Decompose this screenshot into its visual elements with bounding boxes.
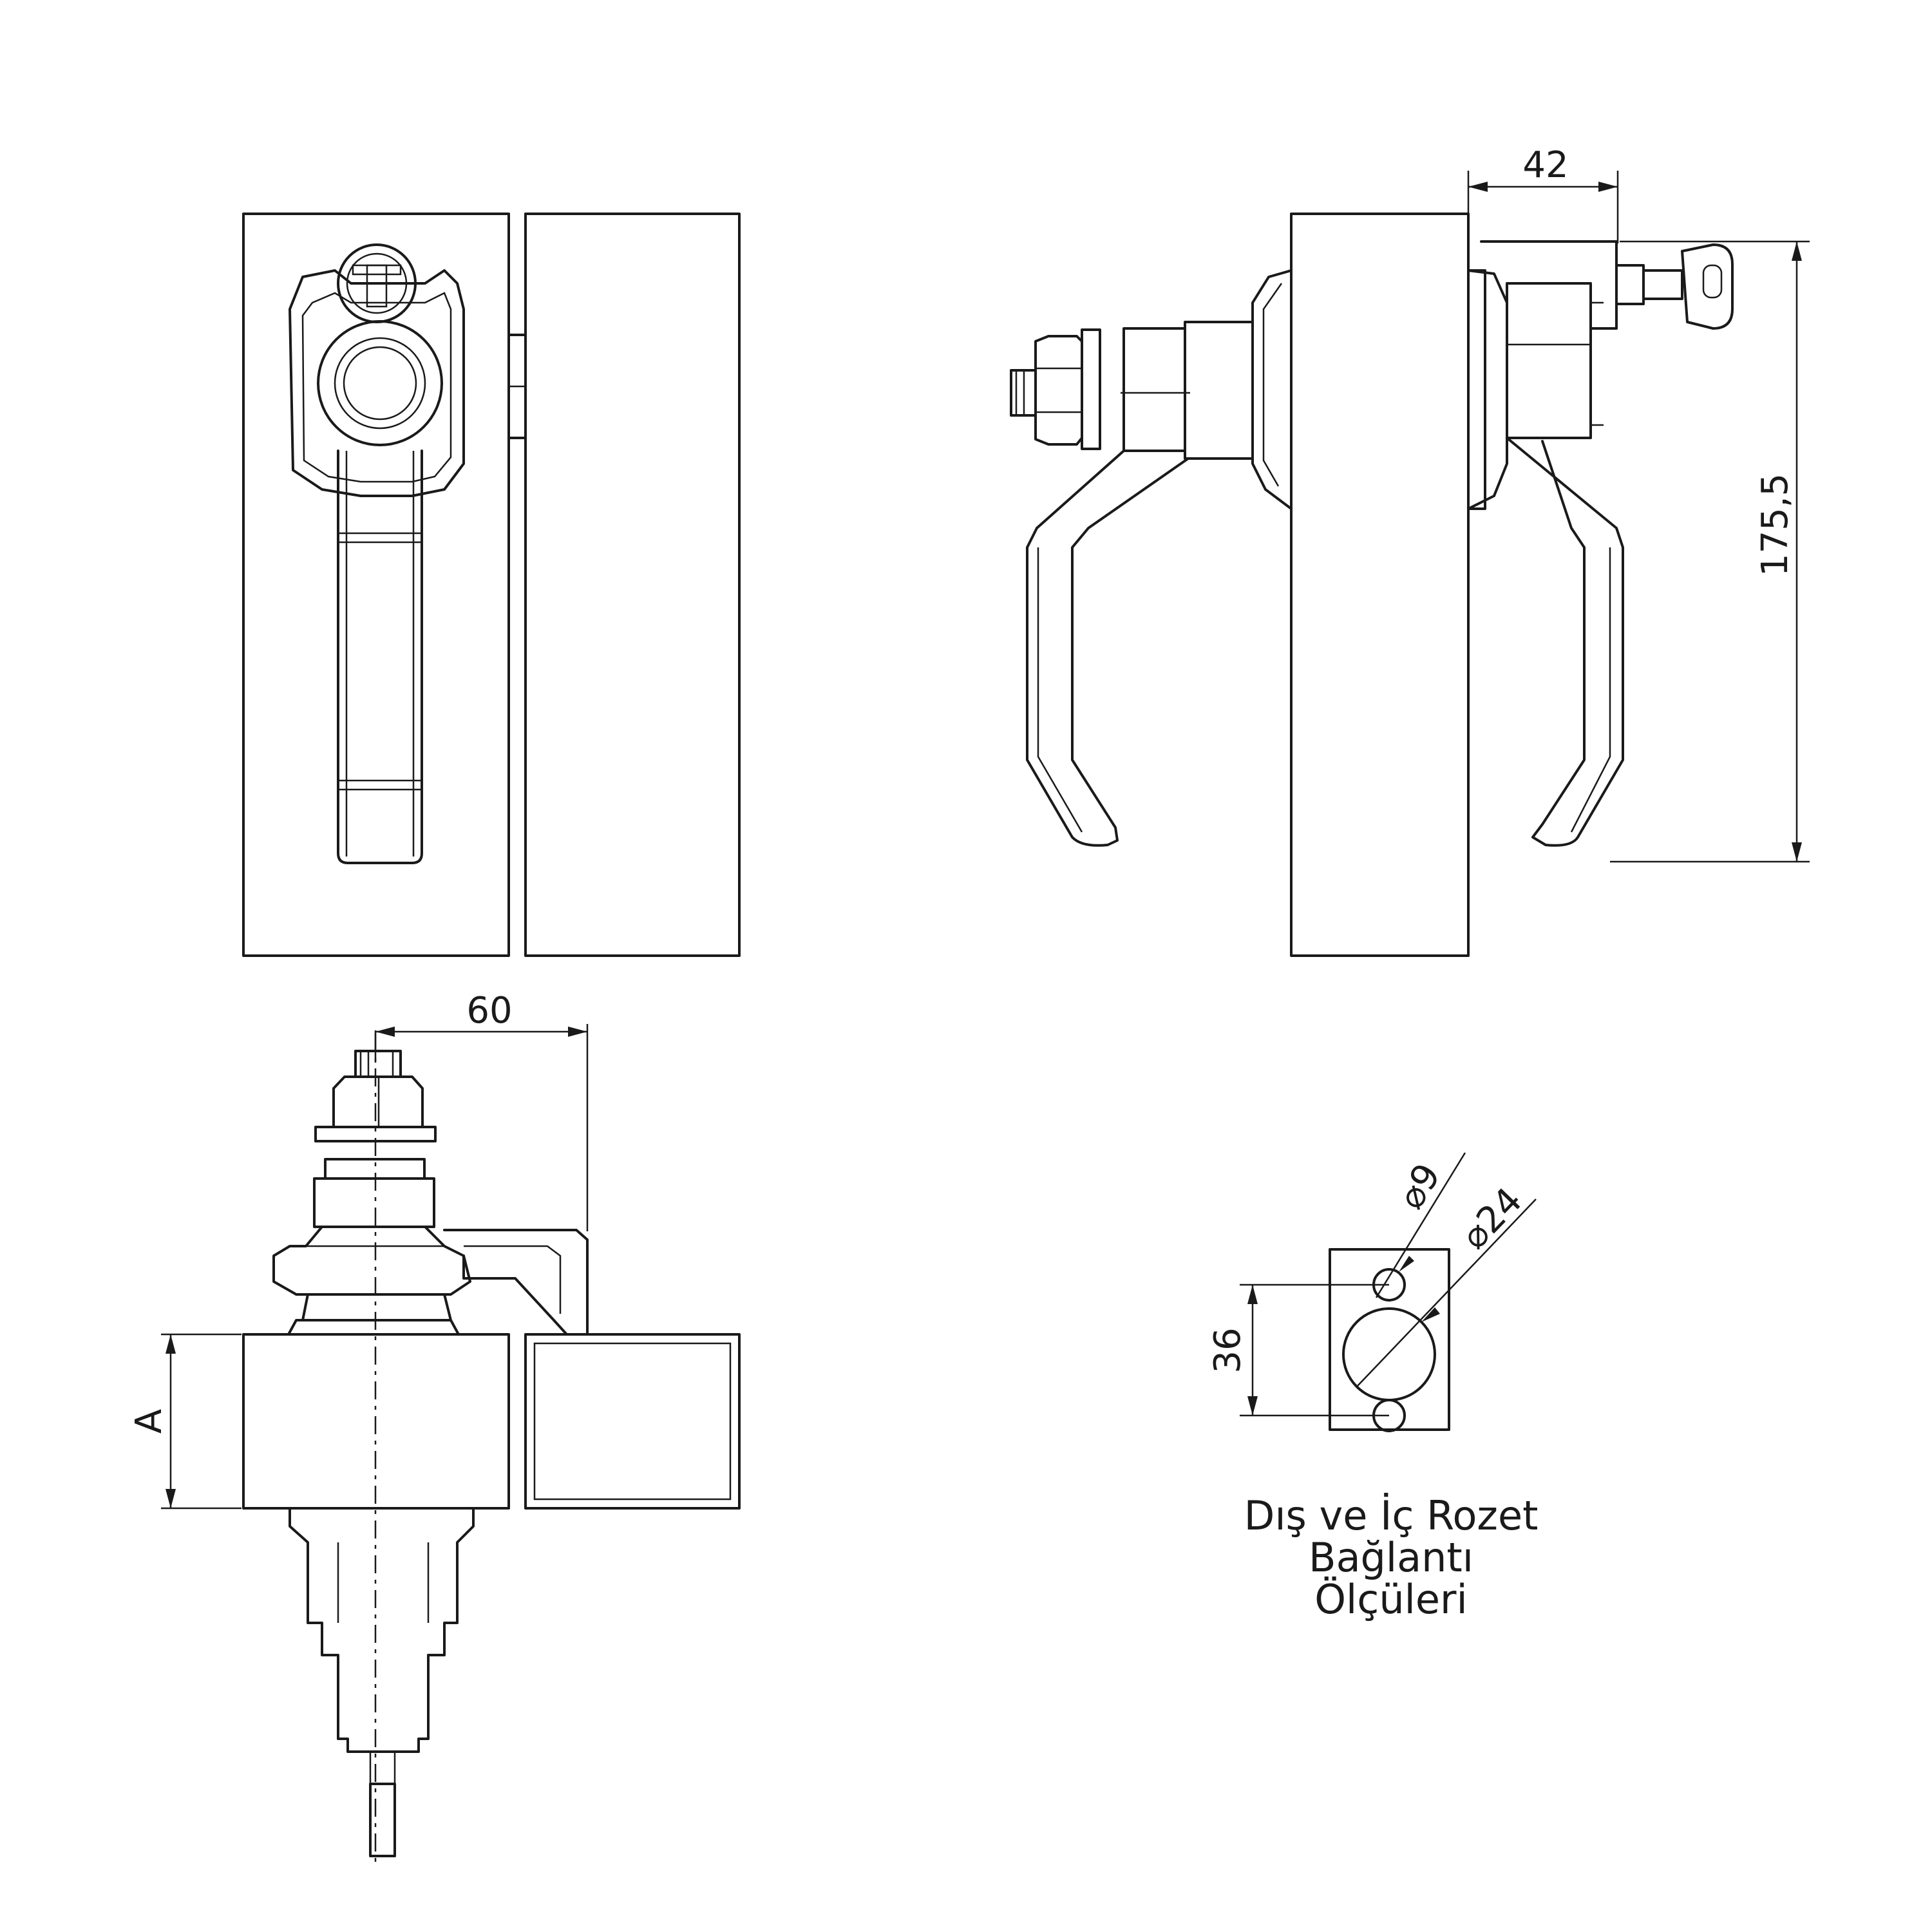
dimension-42: 42: [1467, 144, 1619, 243]
caption: Dış ve İç Rozet Bağlantı Ölçüleri: [1244, 1492, 1539, 1623]
dimension-60: 60: [374, 990, 589, 1231]
dimension-36: 36: [1207, 1283, 1389, 1417]
inner-body: [1506, 282, 1592, 439]
washer: [1081, 328, 1101, 450]
dimension-dia-24: ⌀24: [1356, 1180, 1537, 1387]
outer-rosette-top: [272, 1226, 471, 1296]
inner-stack: [289, 1507, 475, 1753]
dimension-42-label: 42: [1522, 144, 1568, 186]
caption-line-1: Dış ve İç Rozet: [1244, 1492, 1539, 1539]
outer-spindle: [1184, 321, 1254, 460]
outer-rosette-side: [1251, 269, 1293, 510]
dimension-175-5-label: 175,5: [1754, 473, 1796, 576]
caption-line-3: Ölçüleri: [1314, 1576, 1468, 1623]
dimension-a: A: [128, 1333, 242, 1510]
top-view: [242, 1034, 741, 1864]
outer-lever: [1026, 450, 1189, 847]
dimension-36-label: 36: [1207, 1327, 1249, 1373]
dimension-dia-9-label: ⌀9: [1390, 1157, 1449, 1217]
latch-bracket: [443, 1229, 589, 1336]
door-section: [1290, 213, 1470, 957]
spindle-stack: [313, 1177, 435, 1228]
frame-section: [524, 1333, 741, 1510]
door-top-section: [242, 1333, 510, 1510]
side-view: [1010, 213, 1734, 957]
dimension-dia-9: ⌀9: [1375, 1152, 1466, 1298]
door-panel-left: [242, 213, 510, 957]
key-icon: [1642, 243, 1734, 330]
caption-line-2: Bağlantı: [1309, 1534, 1473, 1581]
inner-rosette-side: [1467, 269, 1508, 510]
dimension-dia-24-label: ⌀24: [1454, 1180, 1531, 1258]
dimension-175-5: 175,5: [1610, 240, 1810, 863]
rosette: [289, 269, 465, 497]
door-panel-right: [524, 213, 741, 957]
dimension-60-label: 60: [466, 990, 512, 1032]
lever-front: [337, 450, 423, 864]
front-view: [242, 213, 741, 957]
nut: [1034, 335, 1083, 446]
lock-bar: [1480, 240, 1618, 330]
outer-flange: [287, 1319, 460, 1336]
inner-lever: [1506, 437, 1624, 847]
handle-boss: [317, 320, 443, 446]
dimension-a-label: A: [128, 1409, 170, 1434]
